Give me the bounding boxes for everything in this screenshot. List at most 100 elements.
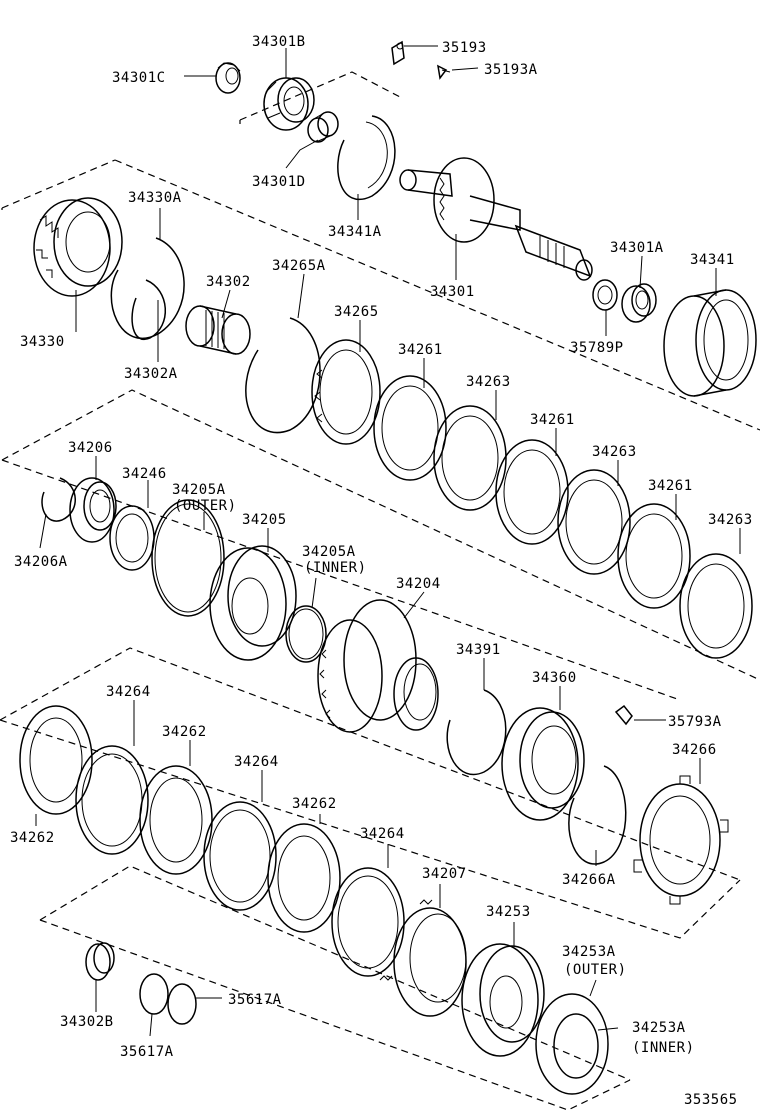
label-34205A-outer-note: (OUTER) [174, 498, 237, 514]
part-35617A-ring-2 [167, 983, 197, 1025]
part-34263-plate-2 [557, 469, 631, 575]
label-34264-c: 34264 [360, 826, 405, 842]
part-34262-plate-1 [19, 705, 93, 815]
label-34266A: 34266A [562, 872, 616, 888]
part-34264-plate-2 [203, 801, 277, 911]
part-34301-shaft [399, 157, 593, 281]
label-34302A: 34302A [124, 366, 178, 382]
part-34266A-snap-ring [568, 765, 627, 865]
part-34262-plate-3 [267, 823, 341, 933]
part-34302-clutch [185, 305, 251, 355]
part-34263-plate-1 [433, 405, 507, 511]
label-34206: 34206 [68, 440, 113, 456]
label-34205A-inner: 34205A [302, 544, 356, 560]
label-34253A-outer: 34253A [562, 944, 616, 960]
label-34262-b: 34262 [292, 796, 337, 812]
label-34302: 34302 [206, 274, 251, 290]
part-34301D-sleeve [307, 111, 339, 143]
part-34301B-bearing [263, 77, 315, 131]
part-35193-bracket [391, 40, 405, 66]
part-34360-clutch [501, 707, 585, 821]
part-34330A-snap-ring [110, 237, 185, 340]
part-34266-plate [633, 775, 729, 905]
part-34302B-bushing [85, 942, 115, 981]
part-34391-snap-ring [446, 689, 507, 776]
label-34330: 34330 [20, 334, 65, 350]
label-34391: 34391 [456, 642, 501, 658]
label-34360: 34360 [532, 670, 577, 686]
label-35793A: 35793A [668, 714, 722, 730]
part-34253A-outer-oring [535, 993, 609, 1095]
label-35789P: 35789P [570, 340, 624, 356]
label-34264-a: 34264 [106, 684, 151, 700]
label-34262-d: 34262 [10, 830, 55, 846]
part-35617A-ring-1 [139, 973, 169, 1015]
label-34301B: 34301B [252, 34, 306, 50]
part-34207-spring [379, 899, 467, 1017]
label-34302B: 34302B [60, 1014, 114, 1030]
label-34204: 34204 [396, 576, 441, 592]
part-35789P-washer [592, 279, 618, 311]
label-34301D: 34301D [252, 174, 306, 190]
label-34205A-outer: 34205A [172, 482, 226, 498]
part-35793A-clip [614, 704, 633, 726]
part-34263-plate-3 [679, 553, 753, 659]
label-34265: 34265 [334, 304, 379, 320]
leader-lines [35, 45, 741, 1037]
label-34207: 34207 [422, 866, 467, 882]
part-34264-plate-1 [75, 745, 149, 855]
label-34253: 34253 [486, 904, 531, 920]
part-34253-piston [461, 943, 545, 1057]
label-35617A-right: 35617A [228, 992, 282, 1008]
label-34341A: 34341A [328, 224, 382, 240]
label-35193: 35193 [442, 40, 487, 56]
label-34263-a: 34263 [466, 374, 511, 390]
part-34261-plate-3 [617, 503, 691, 609]
part-labels: 34301B 34301C 35193 35193A 34301D 34341A… [10, 34, 753, 1108]
part-34341-drum [663, 289, 757, 397]
part-34204-hub [317, 599, 439, 733]
label-34264-b: 34264 [234, 754, 279, 770]
label-34253A-inner: 34253A [632, 1020, 686, 1036]
part-35193A-bolt [437, 64, 451, 80]
label-34301C: 34301C [112, 70, 166, 86]
label-34265A: 34265A [272, 258, 326, 274]
part-34301A-bushing [621, 283, 657, 323]
part-34341A-snap-ring [337, 115, 396, 200]
label-34263-b: 34263 [592, 444, 637, 460]
part-34246-ring [109, 505, 155, 571]
label-34206A: 34206A [14, 554, 68, 570]
label-34261-a: 34261 [398, 342, 443, 358]
label-34253A-inner-note: (INNER) [632, 1040, 695, 1056]
label-34261-b: 34261 [530, 412, 575, 428]
part-34264-plate-3 [331, 867, 405, 977]
label-34205: 34205 [242, 512, 287, 528]
part-34253A-inner-oring [553, 1013, 599, 1079]
label-34246: 34246 [122, 466, 167, 482]
label-34263-c: 34263 [708, 512, 753, 528]
part-34262-plate-2 [139, 765, 213, 875]
part-34261-plate-2 [495, 439, 569, 545]
part-34205A-outer-oring [151, 499, 225, 617]
label-34261-c: 34261 [648, 478, 693, 494]
label-34341: 34341 [690, 252, 735, 268]
label-35617A-bottom: 35617A [120, 1044, 174, 1060]
group-boundaries [0, 71, 760, 1111]
part-34206-seal [69, 477, 117, 543]
diagram-id: 353565 [684, 1092, 738, 1108]
label-35193A: 35193A [484, 62, 538, 78]
part-34265-plate [311, 339, 381, 445]
label-34262-a: 34262 [162, 724, 207, 740]
label-34301A: 34301A [610, 240, 664, 256]
label-34301: 34301 [430, 284, 475, 300]
label-34330A: 34330A [128, 190, 182, 206]
part-34261-plate-1 [373, 375, 447, 481]
part-34205-piston [209, 545, 297, 661]
label-34205A-inner-note: (INNER) [304, 560, 367, 576]
label-34253A-outer-note: (OUTER) [564, 962, 627, 978]
label-34266: 34266 [672, 742, 717, 758]
part-34330-hub [33, 197, 123, 297]
part-34265A-snap-ring [245, 317, 321, 434]
